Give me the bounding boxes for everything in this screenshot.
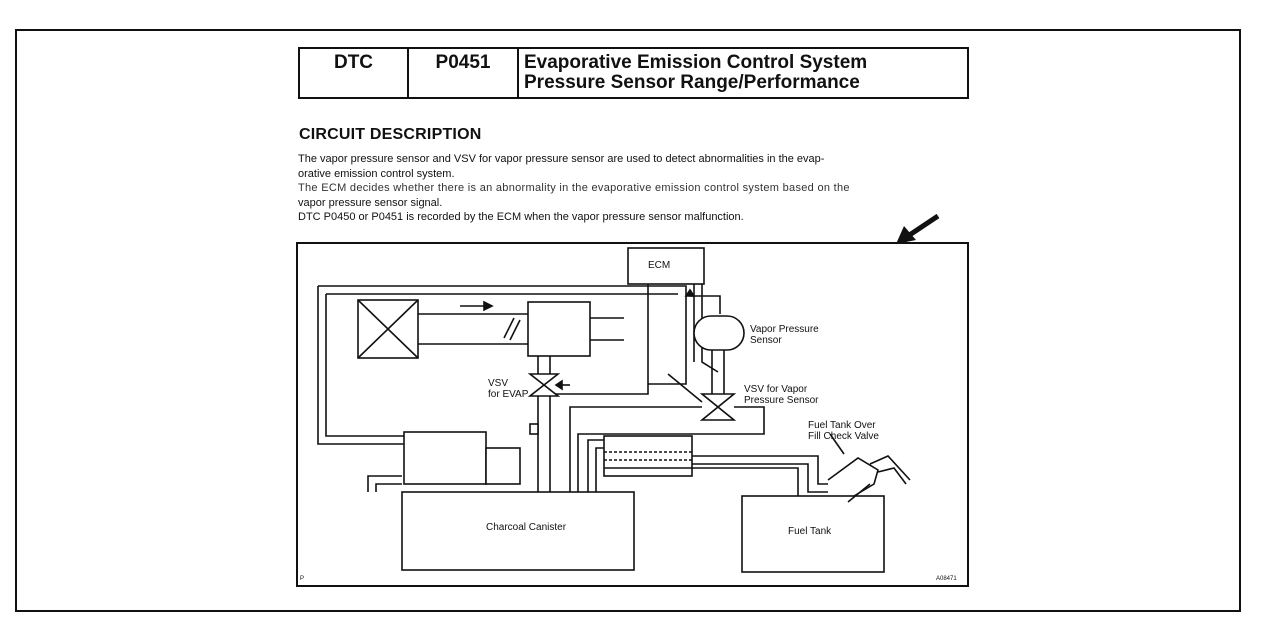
charcoal-canister bbox=[401, 491, 635, 571]
fill-valve-label-line2: Fill Check Valve bbox=[808, 431, 879, 442]
page-frame bbox=[15, 29, 1241, 612]
vapor-sensor-label-line1: Vapor Pressure bbox=[750, 324, 819, 335]
canister-label: Charcoal Canister bbox=[486, 522, 567, 533]
description-line: The vapor pressure sensor and VSV for va… bbox=[298, 153, 825, 165]
corner-mark: P bbox=[300, 576, 305, 582]
dtc-title: Evaporative Emission Control System Pres… bbox=[519, 49, 967, 97]
throttle-body bbox=[527, 301, 591, 357]
section-heading: CIRCUIT DESCRIPTION bbox=[299, 126, 482, 143]
vsv-evap-label: VSV for EVAP bbox=[488, 378, 528, 400]
circuit-description: The vapor pressure sensor and VSV for va… bbox=[298, 152, 973, 225]
ecm-label: ECM bbox=[648, 260, 671, 271]
fill-valve-label: Fuel Tank Over Fill Check Valve bbox=[808, 420, 879, 442]
figure-id: A08471 bbox=[936, 576, 957, 582]
fuel-tank-label: Fuel Tank bbox=[788, 526, 832, 537]
dtc-code: P0451 bbox=[409, 49, 519, 97]
description-line: vapor pressure sensor signal. bbox=[298, 196, 443, 209]
vsv-vapor-label-line2: Pressure Sensor bbox=[744, 395, 819, 406]
vapor-sensor-label-line2: Sensor bbox=[750, 335, 782, 346]
pointer-arrow-icon bbox=[896, 213, 940, 244]
description-line: orative emission control system. bbox=[298, 167, 455, 180]
vsv-vapor-label-line1: VSV for Vapor bbox=[744, 384, 808, 395]
ecm-box bbox=[627, 247, 705, 285]
dtc-title-line1: Evaporative Emission Control System bbox=[524, 52, 868, 73]
vsv-vapor-label: VSV for Vapor Pressure Sensor bbox=[744, 384, 818, 406]
vsv-evap-label-line1: VSV bbox=[488, 378, 509, 389]
vapor-pressure-sensor bbox=[693, 315, 745, 351]
dtc-header-table: DTC P0451 Evaporative Emission Control S… bbox=[298, 47, 969, 99]
evap-system-diagram: ECM Vapor Pressure Sensor VSV for EVAP V… bbox=[296, 242, 969, 587]
description-line: The ECM decides whether there is an abno… bbox=[298, 182, 850, 195]
vsv-evap-label-line2: for EVAP bbox=[488, 389, 529, 400]
vapor-sensor-label: Vapor Pressure Sensor bbox=[750, 324, 819, 346]
fuel-tank bbox=[741, 495, 885, 573]
dtc-title-line2: Pressure Sensor Range/Performance bbox=[524, 72, 860, 93]
dtc-label: DTC bbox=[300, 49, 409, 97]
fill-valve-label-line1: Fuel Tank Over bbox=[808, 420, 876, 431]
description-line: DTC P0450 or P0451 is recorded by the EC… bbox=[298, 211, 744, 224]
